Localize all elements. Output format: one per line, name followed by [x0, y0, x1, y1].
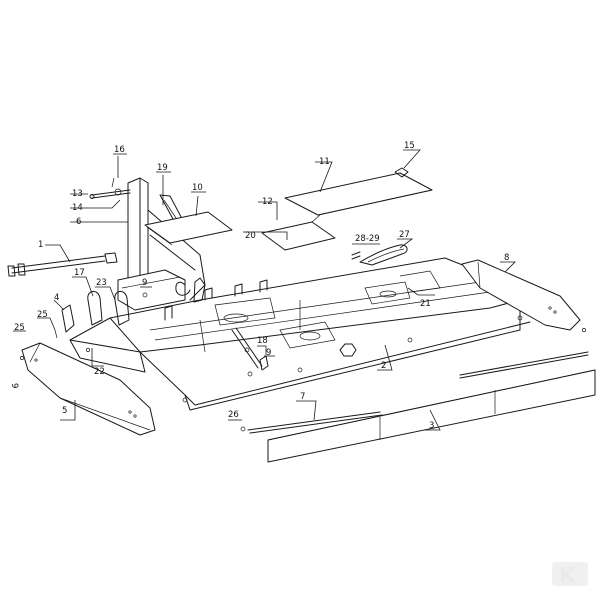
- callout-16: 15: [404, 141, 415, 151]
- callout-7: 7: [300, 392, 305, 402]
- rear-skirt: [267, 369, 596, 463]
- guard-bar-7: [247, 351, 589, 434]
- callout-17: 16: [114, 145, 125, 155]
- callout-28-29: 28-29: [355, 234, 380, 244]
- bracket-4: [61, 304, 75, 333]
- stay-rod: [231, 327, 269, 377]
- nut-16: [394, 167, 409, 178]
- callout-19: 18: [257, 336, 268, 346]
- callout-4: 4: [54, 293, 59, 303]
- callout-25-left: 25: [37, 310, 48, 320]
- callout-6: 6: [76, 217, 81, 227]
- svg-text:K: K: [559, 564, 577, 589]
- callout-24: 23: [96, 278, 107, 288]
- callout-3: 3: [429, 421, 434, 431]
- cover-plate-12: [284, 172, 433, 216]
- callout-13: 12: [262, 197, 273, 207]
- callout-labels: 16 13 14 6 19 10 1 17 23 9 4 25 25 9 22 …: [9, 141, 509, 431]
- callout-1: 1: [38, 240, 43, 250]
- callout-23: 22: [94, 367, 105, 377]
- bolt-28-29: [351, 251, 361, 260]
- callout-2: 2: [381, 361, 386, 371]
- callout-14: 13: [72, 189, 83, 199]
- callout-26: 26: [228, 410, 239, 420]
- bracket-18: [87, 291, 130, 326]
- callout-25-edge: 25: [14, 323, 25, 333]
- callout-20: 19: [157, 163, 168, 173]
- mower-deck: [69, 257, 531, 411]
- callout-11: 10: [192, 183, 203, 193]
- callout-5: 5: [62, 406, 67, 416]
- callout-9: 9: [142, 278, 147, 288]
- leader-lines: [13, 149, 516, 431]
- headstock-frame: [117, 177, 206, 311]
- callout-9-vertical: 9: [9, 383, 19, 388]
- callout-18: 17: [74, 268, 85, 278]
- fasteners: [20, 328, 586, 432]
- callout-22: 21: [420, 299, 431, 309]
- kramp-k-logo-icon: K: [552, 562, 588, 589]
- callout-12: 11: [319, 157, 330, 167]
- callout-27: 27: [399, 230, 410, 240]
- side-skid-right: [461, 259, 581, 331]
- callout-8: 8: [504, 253, 509, 263]
- callout-15: 14: [72, 203, 83, 213]
- hook-27: [359, 244, 408, 266]
- callout-21: 20: [245, 231, 256, 241]
- plate-13: [261, 214, 336, 251]
- cover-plate-11: [144, 211, 233, 246]
- top-link-pin: [89, 177, 131, 199]
- side-skid-left: [21, 342, 156, 436]
- drive-shaft: [7, 252, 118, 277]
- callout-10: 9: [266, 348, 271, 358]
